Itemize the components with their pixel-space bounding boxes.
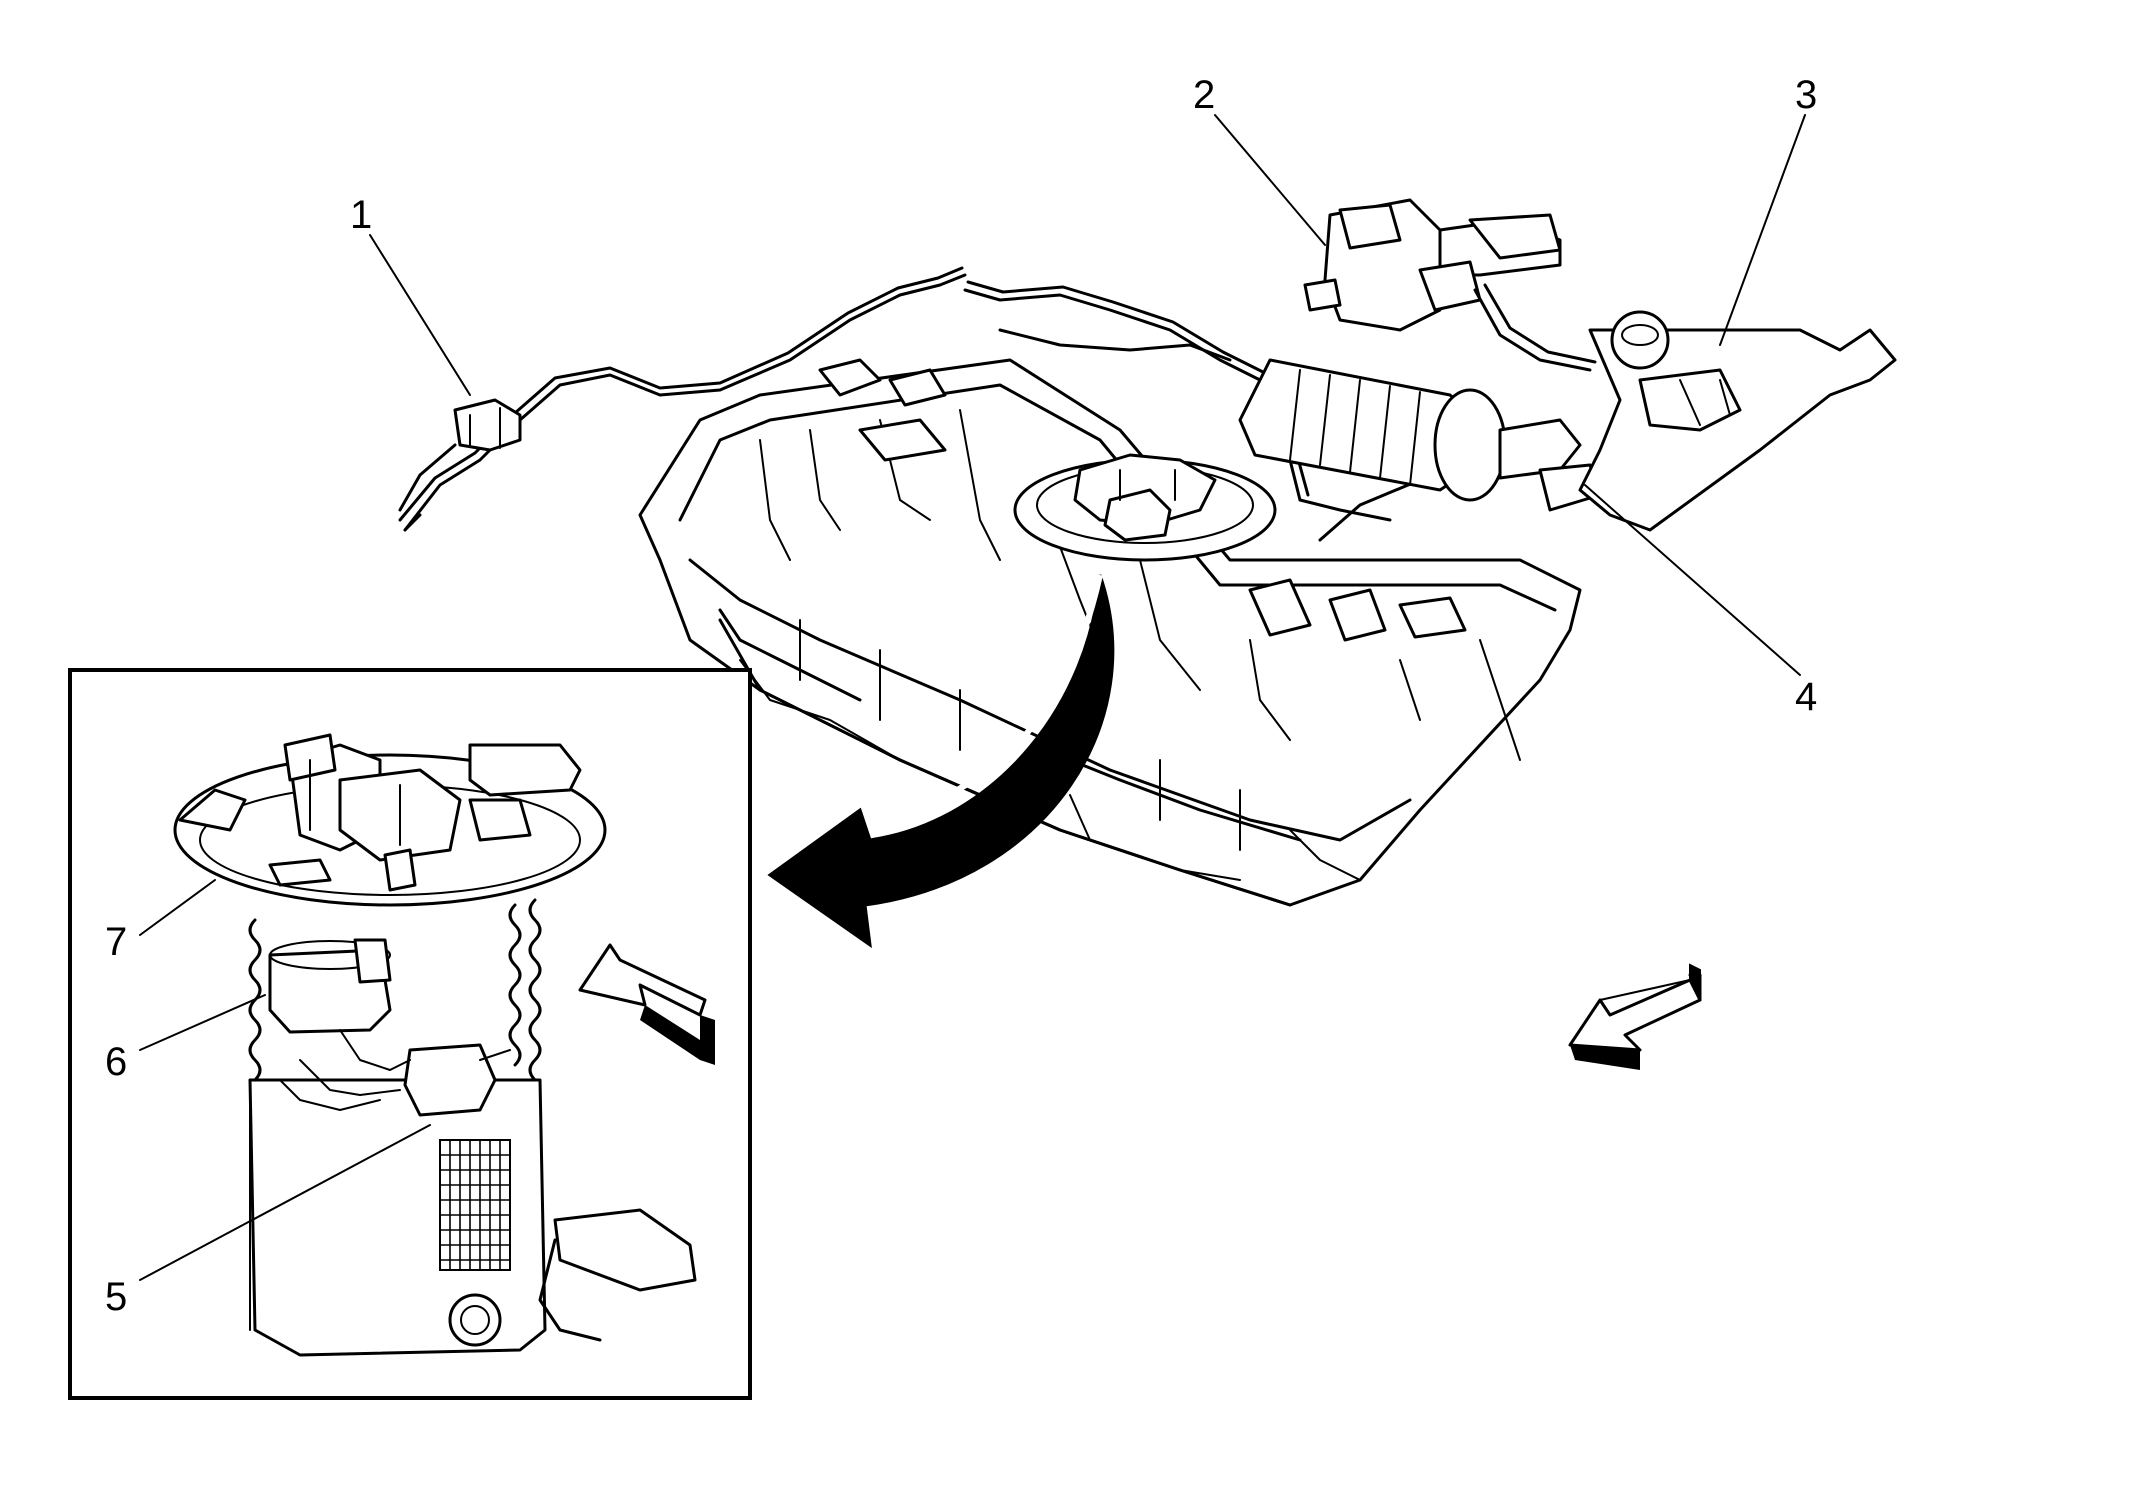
- callout-6: 6: [105, 1040, 127, 1084]
- leader-line-6: [139, 994, 266, 1051]
- callout-5: 5: [105, 1275, 127, 1319]
- curved-arrow-icon: [767, 574, 1115, 949]
- callout-2: 2: [1193, 73, 1215, 117]
- callout-7: 7: [105, 920, 127, 964]
- fuel-pump-module-inset: [68, 668, 752, 1400]
- leader-line-1: [369, 234, 471, 396]
- evap-canister-bracket: [1578, 310, 1897, 532]
- leader-line-2: [1214, 114, 1326, 246]
- leader-lines: [139, 114, 1806, 1281]
- leader-line-4: [1584, 484, 1801, 676]
- evap-vent-valve-assembly: [1303, 198, 1597, 372]
- callout-labels: 1 2 3 4 5 6 7: [105, 73, 1817, 1319]
- leader-line-3: [1719, 114, 1806, 346]
- leader-line-5: [139, 1124, 431, 1281]
- callout-1: 1: [350, 193, 372, 237]
- front-direction-arrow-icon: [1568, 963, 1702, 1070]
- callout-4: 4: [1795, 675, 1817, 719]
- fuel-filter-canister: [1238, 358, 1602, 512]
- callout-3: 3: [1795, 73, 1817, 117]
- leader-line-7: [139, 879, 216, 936]
- view-direction-arrow-icon: [578, 943, 715, 1065]
- fuel-lines: [398, 266, 1422, 542]
- fuel-pump-flange-on-tank: [1013, 453, 1277, 562]
- fuel-line-quick-connector: [453, 398, 522, 452]
